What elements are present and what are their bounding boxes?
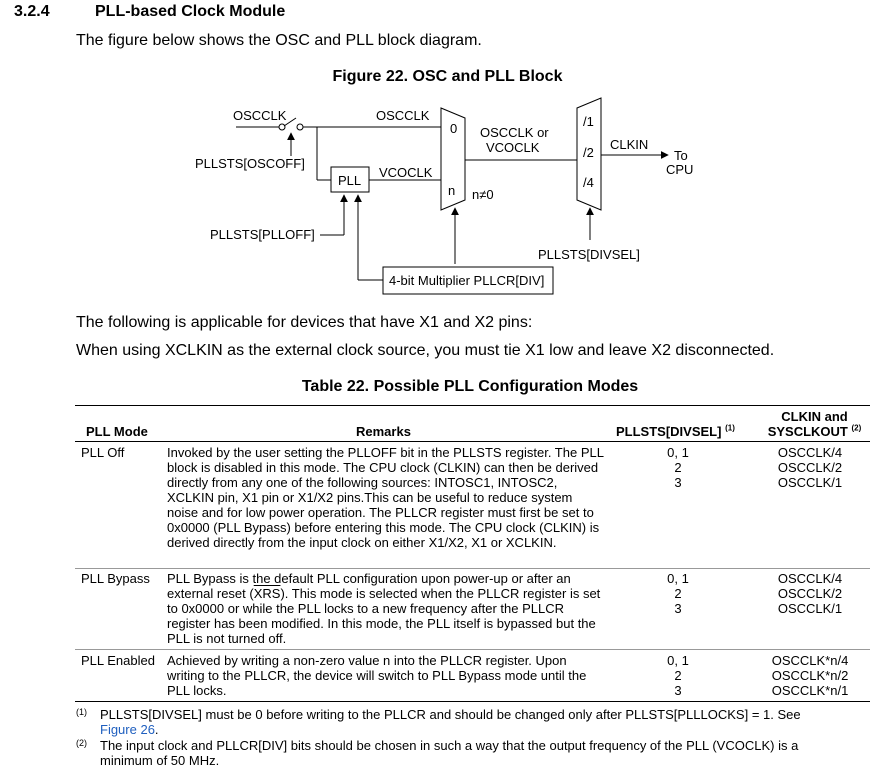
header-remarks: Remarks <box>356 424 411 439</box>
header-clkin-line1: CLKIN and <box>781 409 848 424</box>
label-mux-out-1: OSCCLK or <box>480 125 549 140</box>
row-pll-enabled-remarks: Achieved by writing a non-zero value n i… <box>167 653 587 698</box>
label-pllsts-divsel: PLLSTS[DIVSEL] <box>538 247 640 262</box>
row-pll-off-mode: PLL Off <box>81 445 125 460</box>
divider-block <box>576 97 602 211</box>
label-div1: /1 <box>583 114 594 129</box>
row-pll-off-divsel: 0, 1 2 3 <box>667 445 689 490</box>
label-div4: /4 <box>583 175 594 190</box>
xrs-signal: XRS <box>253 586 281 601</box>
intro-paragraph: The figure below shows the OSC and PLL b… <box>76 32 482 49</box>
label-clkin: CLKIN <box>610 137 648 152</box>
osc-pll-block-diagram: OSCCLK OSCCLK PLLSTS[OSCOFF] PLL VCOCLK … <box>195 97 693 295</box>
label-mux-in0: 0 <box>450 121 457 136</box>
header-divsel-label: PLLSTS[DIVSEL] <box>616 424 722 439</box>
label-vcoclk: VCOCLK <box>379 165 433 180</box>
label-mux-out-2: VCOCLK <box>486 140 540 155</box>
row-divider-1 <box>75 568 870 569</box>
header-divsel-note: (1) <box>725 423 735 433</box>
row-pll-bypass-clk: OSCCLK/4 OSCCLK/2 OSCCLK/1 <box>777 571 843 616</box>
row-pll-off-clk: OSCCLK/4 OSCCLK/2 OSCCLK/1 <box>777 445 843 490</box>
row-pll-bypass-divsel: 0, 1 2 3 <box>667 571 689 616</box>
label-multiplier: 4-bit Multiplier PLLCR[DIV] <box>389 273 544 288</box>
row-pll-off-remarks: Invoked by the user setting the PLLOFF b… <box>167 445 604 550</box>
label-oscclk-line: OSCCLK <box>376 108 430 123</box>
label-mux-inn: n <box>448 183 455 198</box>
row-divider-2 <box>75 649 870 650</box>
label-oscclk-in: OSCCLK <box>233 108 287 123</box>
label-cpu: CPU <box>666 162 693 177</box>
switch-terminal-right <box>296 123 304 131</box>
label-pllsts-oscoff: PLLSTS[OSCOFF] <box>195 156 305 171</box>
row-pll-enabled-mode: PLL Enabled <box>81 653 155 668</box>
label-pllsts-plloff: PLLSTS[PLLOFF] <box>210 227 315 242</box>
mux-block <box>440 107 466 211</box>
footnote-1-mark: (1) <box>76 707 87 717</box>
label-n-ne-0: n≠0 <box>472 187 494 202</box>
header-clkin-note: (2) <box>851 423 862 433</box>
footnote-1: PLLSTS[DIVSEL] must be 0 before writing … <box>100 707 801 737</box>
label-pll: PLL <box>338 173 361 188</box>
table-bottom-rule <box>75 701 870 702</box>
row-pll-bypass-mode: PLL Bypass <box>81 571 150 586</box>
footnote-2: The input clock and PLLCR[DIV] bits shou… <box>100 738 799 768</box>
switch-terminal-left <box>278 123 286 131</box>
table-caption: Table 22. Possible PLL Configuration Mod… <box>301 378 639 395</box>
switch-blade <box>283 117 297 127</box>
header-clkin-line2: SYSCLKOUT (2) <box>767 423 862 439</box>
label-div2: /2 <box>583 145 594 160</box>
header-pll-mode: PLL Mode <box>86 424 148 439</box>
row-pll-enabled-clk: OSCCLK*n/4 OSCCLK*n/2 OSCCLK*n/1 <box>771 653 849 698</box>
footnote-2-mark: (2) <box>76 738 87 748</box>
pll-modes-table: PLL Mode Remarks PLLSTS[DIVSEL] (1) CLKI… <box>75 405 870 702</box>
table-header-rule <box>75 441 870 442</box>
table-top-rule <box>75 405 870 406</box>
row-pll-bypass-remarks: PLL Bypass is the default PLL configurat… <box>167 571 601 646</box>
figure-26-link[interactable]: Figure 26 <box>100 722 155 737</box>
header-clkin-sysclkout: CLKIN and SYSCLKOUT (2) <box>759 409 870 439</box>
multiplier-box <box>382 266 554 295</box>
header-divsel: PLLSTS[DIVSEL] (1) <box>616 424 735 439</box>
paragraph-x1x2: The following is applicable for devices … <box>76 314 533 331</box>
paragraph-xclkin: When using XCLKIN as the external clock … <box>76 342 775 359</box>
row-pll-enabled-divsel: 0, 1 2 3 <box>667 653 689 698</box>
section-title: PLL-based Clock Module <box>95 3 286 20</box>
section-number: 3.2.4 <box>14 3 50 20</box>
figure-caption: Figure 22. OSC and PLL Block <box>332 68 563 85</box>
label-to: To <box>674 148 688 163</box>
